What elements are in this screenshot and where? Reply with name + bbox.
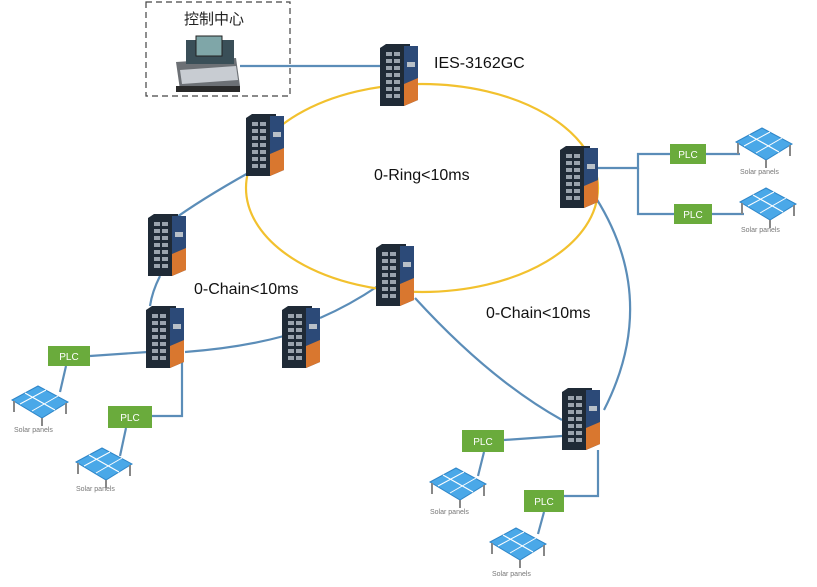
control-center: 控制中心 (145, 1, 291, 97)
solar-panel-icon (735, 127, 793, 169)
control-center-border (145, 1, 291, 97)
svg-text:PLC: PLC (473, 437, 492, 448)
svg-text:Solar panels: Solar panels (740, 169, 779, 176)
solar-panel-icon (11, 385, 69, 427)
solar-panel-6: Solar panels (489, 527, 547, 578)
link-ring-left-to-chain-upper (169, 171, 251, 223)
svg-text:PLC: PLC (683, 210, 702, 221)
link-plc-6-to-panel (536, 511, 546, 535)
solar-panel-icon (75, 447, 133, 489)
switch-chain-right[interactable] (562, 388, 600, 450)
solar-panel-1: Solar panels (735, 127, 793, 176)
main-switch-label: IES-3162GC (434, 55, 525, 72)
svg-text:Solar panels: Solar panels (741, 227, 780, 234)
link-ring-right-to-chain-right (595, 197, 632, 411)
link-ring-right-to-plc-1 (596, 152, 670, 170)
solar-panel-5: Solar panels (429, 467, 487, 516)
solar-panel-4: Solar panels (75, 447, 133, 493)
link-plc-3-to-panel (58, 365, 68, 393)
link-plc-5-to-panel (476, 451, 486, 477)
switch-ring-right[interactable] (560, 146, 598, 208)
link-chain-lower-to-plc-4 (152, 362, 184, 418)
control-center-label: 控制中心 (184, 10, 244, 28)
svg-text:PLC: PLC (120, 413, 139, 424)
solar-panel-2: Solar panels (739, 187, 797, 234)
svg-text:PLC: PLC (59, 352, 78, 363)
link-chain-upper-to-chain-lower (148, 275, 161, 307)
plc-5[interactable]: PLC (462, 430, 504, 452)
svg-text:Solar panels: Solar panels (76, 486, 115, 493)
svg-text:PLC: PLC (678, 150, 697, 161)
solar-panel-icon (489, 527, 547, 569)
plc-3[interactable]: PLC (48, 346, 90, 366)
link-chain-mid-to-ring-bottom (319, 285, 379, 320)
switch-chain-upper[interactable] (148, 214, 186, 276)
switch-main[interactable] (380, 44, 418, 106)
plc-6[interactable]: PLC (524, 490, 564, 512)
monitoring-console-icon (176, 35, 240, 92)
link-chain-lower-to-plc-3 (89, 350, 149, 358)
link-chain-right-to-plc-6 (564, 450, 600, 498)
links (58, 64, 744, 535)
svg-text:Solar panels: Solar panels (14, 427, 53, 434)
plc-4[interactable]: PLC (108, 406, 152, 428)
chain-right-label: 0-Chain<10ms (486, 305, 591, 322)
solar-panel-3: Solar panels (11, 385, 69, 434)
plc-2[interactable]: PLC (674, 204, 712, 224)
solar-panel-icon (739, 187, 797, 229)
ring-path (244, 82, 600, 294)
switch-chain-lower[interactable] (146, 306, 184, 368)
link-plc-4-to-panel (118, 427, 128, 457)
link-chain-right-to-plc-5 (503, 434, 563, 442)
ring-label: 0-Ring<10ms (374, 167, 470, 184)
link-chain-lower-to-chain-mid (184, 334, 285, 354)
switch-ring-left[interactable] (246, 114, 284, 176)
switch-ring-bottom[interactable] (376, 244, 414, 306)
switch-chain-mid[interactable] (282, 306, 320, 368)
svg-text:Solar panels: Solar panels (430, 509, 469, 516)
plc-1[interactable]: PLC (670, 144, 706, 164)
chain-left-label: 0-Chain<10ms (194, 281, 299, 298)
svg-text:PLC: PLC (534, 497, 553, 508)
svg-text:Solar panels: Solar panels (492, 571, 531, 578)
link-ring-right-to-plc-2 (636, 168, 674, 216)
link-ring-bottom-to-chain-right (414, 297, 563, 421)
